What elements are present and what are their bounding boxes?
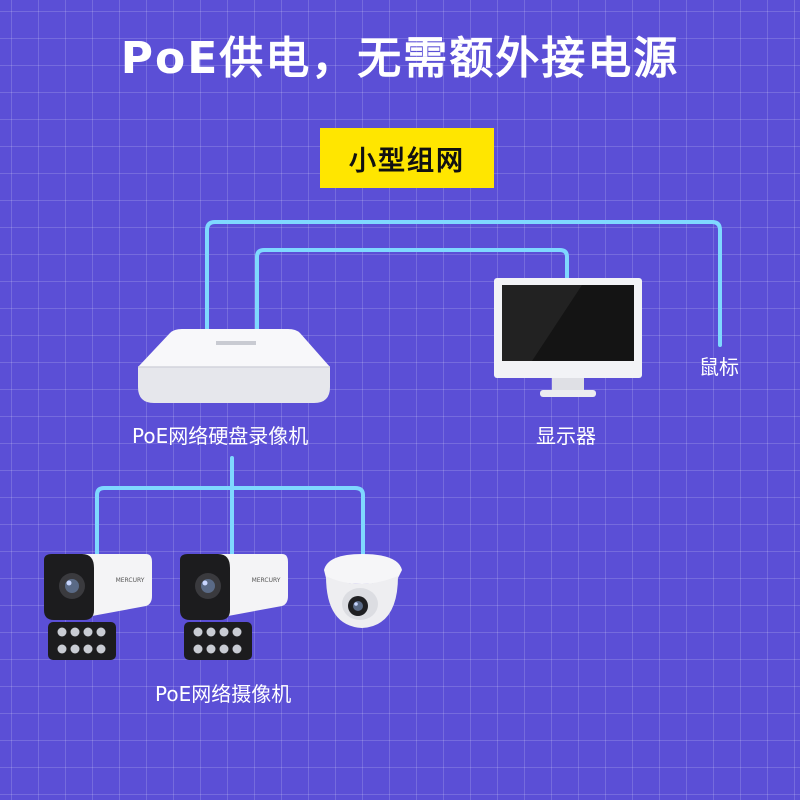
nvr-to-mouse-cable [205, 220, 722, 347]
headline: PoE供电，无需额外接电源 [120, 33, 680, 84]
nvr-to-monitor-cable [255, 248, 569, 332]
monitor-label: 显示器 [536, 424, 596, 448]
nvr-label: PoE网络硬盘录像机 [132, 424, 309, 448]
nvr-icon [136, 325, 332, 407]
mouse-label: 鼠标 [699, 355, 739, 379]
monitor-icon [492, 276, 644, 400]
camera-brand-text: MERCURY [116, 577, 145, 584]
camera-brand-text: MERCURY [252, 577, 281, 584]
cameras-label: PoE网络摄像机 [155, 682, 292, 706]
bullet-camera-icon: MERCURY [42, 550, 154, 662]
bullet-camera-icon: MERCURY [178, 550, 290, 662]
dome-camera-icon [318, 548, 406, 632]
camera-branch-cable [95, 486, 365, 560]
network-type-badge: 小型组网 [320, 128, 494, 188]
